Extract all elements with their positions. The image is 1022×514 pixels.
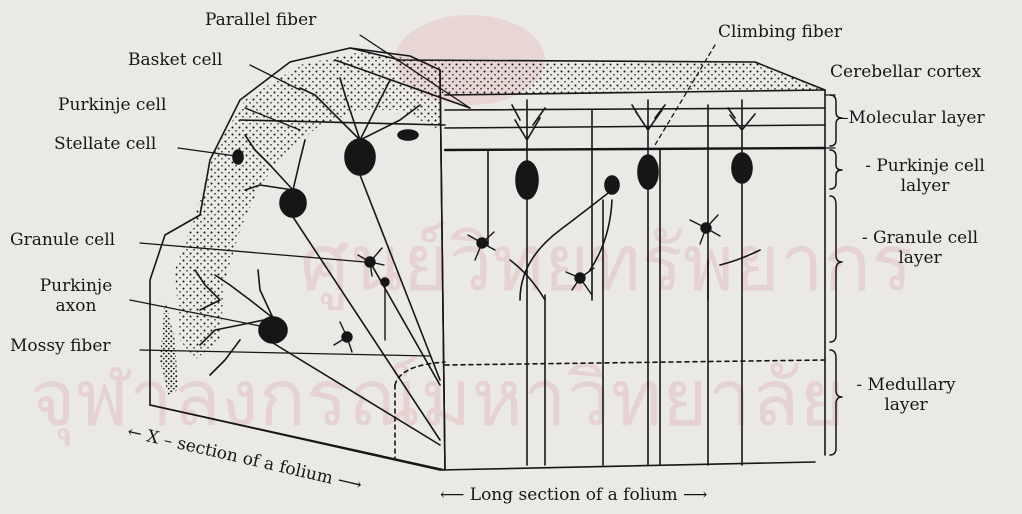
label-mossy-fiber: Mossy fiber: [10, 336, 111, 356]
label-medullary-layer-line1: - Medullary: [836, 375, 976, 395]
label-granule-cell: Granule cell: [10, 230, 115, 250]
label-purkinje-layer-line2: lalyer: [845, 176, 1005, 196]
label-medullary-layer: - Medullary layer: [836, 375, 976, 415]
label-purkinje-cell-layer: - Purkinje cell lalyer: [845, 156, 1005, 196]
label-basket-cell: Basket cell: [128, 50, 222, 70]
label-climbing-fiber: Climbing fiber: [718, 22, 842, 42]
label-molecular-layer: –Molecular layer: [840, 108, 985, 128]
label-purkinje-axon-line2: axon: [30, 296, 122, 316]
label-long-section: ⟵ Long section of a folium ⟶: [440, 485, 707, 505]
label-purkinje-axon: Purkinje axon: [30, 276, 122, 316]
gray-matter-band: [175, 52, 442, 360]
label-granule-layer-line1: - Granule cell: [840, 228, 1000, 248]
long-section-axons: [488, 105, 760, 465]
label-purkinje-layer-line1: - Purkinje cell: [845, 156, 1005, 176]
medullary-core-dots: [160, 300, 178, 395]
label-granule-cell-layer: - Granule cell layer: [840, 228, 1000, 268]
label-purkinje-axon-line1: Purkinje: [30, 276, 122, 296]
label-granule-layer-line2: layer: [840, 248, 1000, 268]
label-parallel-fiber: Parallel fiber: [205, 10, 316, 30]
label-purkinje-cell: Purkinje cell: [58, 95, 166, 115]
molecular-layer-top: [400, 60, 825, 95]
label-stellate-cell: Stellate cell: [54, 134, 156, 154]
label-medullary-layer-line2: layer: [836, 395, 976, 415]
layer-boundaries: [395, 108, 825, 458]
label-cerebellar-cortex: Cerebellar cortex: [830, 62, 981, 82]
